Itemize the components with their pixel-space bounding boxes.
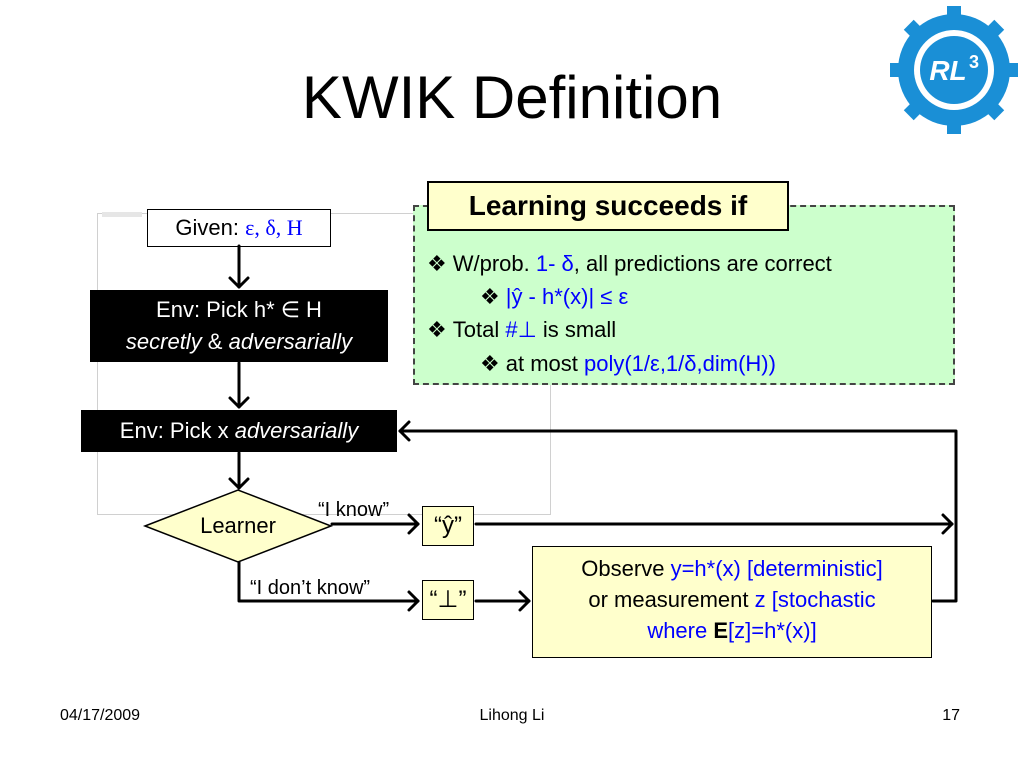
success-bullet-3: ❖Total #⊥ is small bbox=[427, 317, 617, 342]
arrow-dont-know bbox=[237, 558, 420, 603]
i-dont-know-label: “I don’t know” bbox=[250, 577, 371, 599]
given-params: ε, δ, H bbox=[245, 215, 303, 240]
env-adversarially: adversarially bbox=[228, 329, 353, 354]
env-pick-x-box: Env: Pick x adversarially bbox=[81, 410, 397, 452]
success-bullet-2: ❖|ŷ - h*(x)| ≤ ε bbox=[480, 284, 629, 309]
observe-box: Observe y=h*(x) [deterministic] or measu… bbox=[532, 546, 932, 658]
output-bottom-box: “⊥” bbox=[422, 580, 474, 620]
success-bullet-1: ❖W/prob. 1- δ, all predictions are corre… bbox=[427, 251, 832, 276]
arrowhead-bot-to-observe bbox=[518, 590, 531, 612]
success-criteria-title: Learning succeeds if bbox=[427, 181, 789, 231]
arrowhead-given-to-env-h bbox=[228, 276, 250, 289]
arrowhead-env-h-to-env-x bbox=[228, 396, 250, 409]
arrowhead-loop-back bbox=[398, 420, 411, 442]
arrowhead-env-x-to-learner bbox=[228, 477, 250, 490]
success-bullet-4: ❖at most poly(1/ε,1/δ,dim(H)) bbox=[480, 351, 776, 376]
rl3-logo: RL 3 bbox=[890, 6, 1018, 134]
faint-caption bbox=[102, 212, 142, 217]
env-pick-x-word: adversarially bbox=[234, 418, 359, 443]
bullet-diamond-icon: ❖ bbox=[480, 351, 500, 376]
footer-page-number: 17 bbox=[942, 707, 960, 724]
learner-label: Learner bbox=[200, 513, 276, 538]
env-pick-x-prefix: Env: Pick x bbox=[119, 418, 235, 443]
logo-mark: RL bbox=[929, 55, 966, 86]
i-know-label: “I know” bbox=[318, 499, 390, 521]
logo-superscript: 3 bbox=[969, 52, 979, 72]
arrowhead-know bbox=[407, 513, 420, 535]
learner-diamond bbox=[142, 489, 334, 563]
success-criteria-box bbox=[413, 205, 955, 385]
given-prefix: Given: bbox=[175, 215, 246, 240]
env-secretly: secretly bbox=[125, 329, 202, 354]
bullet-diamond-icon: ❖ bbox=[427, 251, 447, 276]
bullet-diamond-icon: ❖ bbox=[480, 284, 500, 309]
bullet-diamond-icon: ❖ bbox=[427, 317, 447, 342]
slide-title: KWIK Definition bbox=[301, 64, 723, 131]
arrowhead-dont-know bbox=[407, 590, 420, 612]
arrowhead-yhat-out bbox=[941, 513, 954, 535]
footer-date: 04/17/2009 bbox=[60, 707, 141, 724]
env-amp: & bbox=[201, 329, 229, 354]
env-pick-h-line1: Env: Pick h* ∈ H bbox=[156, 297, 322, 322]
footer-author: Lihong Li bbox=[479, 707, 545, 724]
output-yhat-box: “ŷ” bbox=[422, 506, 474, 546]
env-pick-h-box: Env: Pick h* ∈ H secretly & adversariall… bbox=[90, 290, 388, 362]
arrow-loop-back bbox=[398, 429, 958, 603]
